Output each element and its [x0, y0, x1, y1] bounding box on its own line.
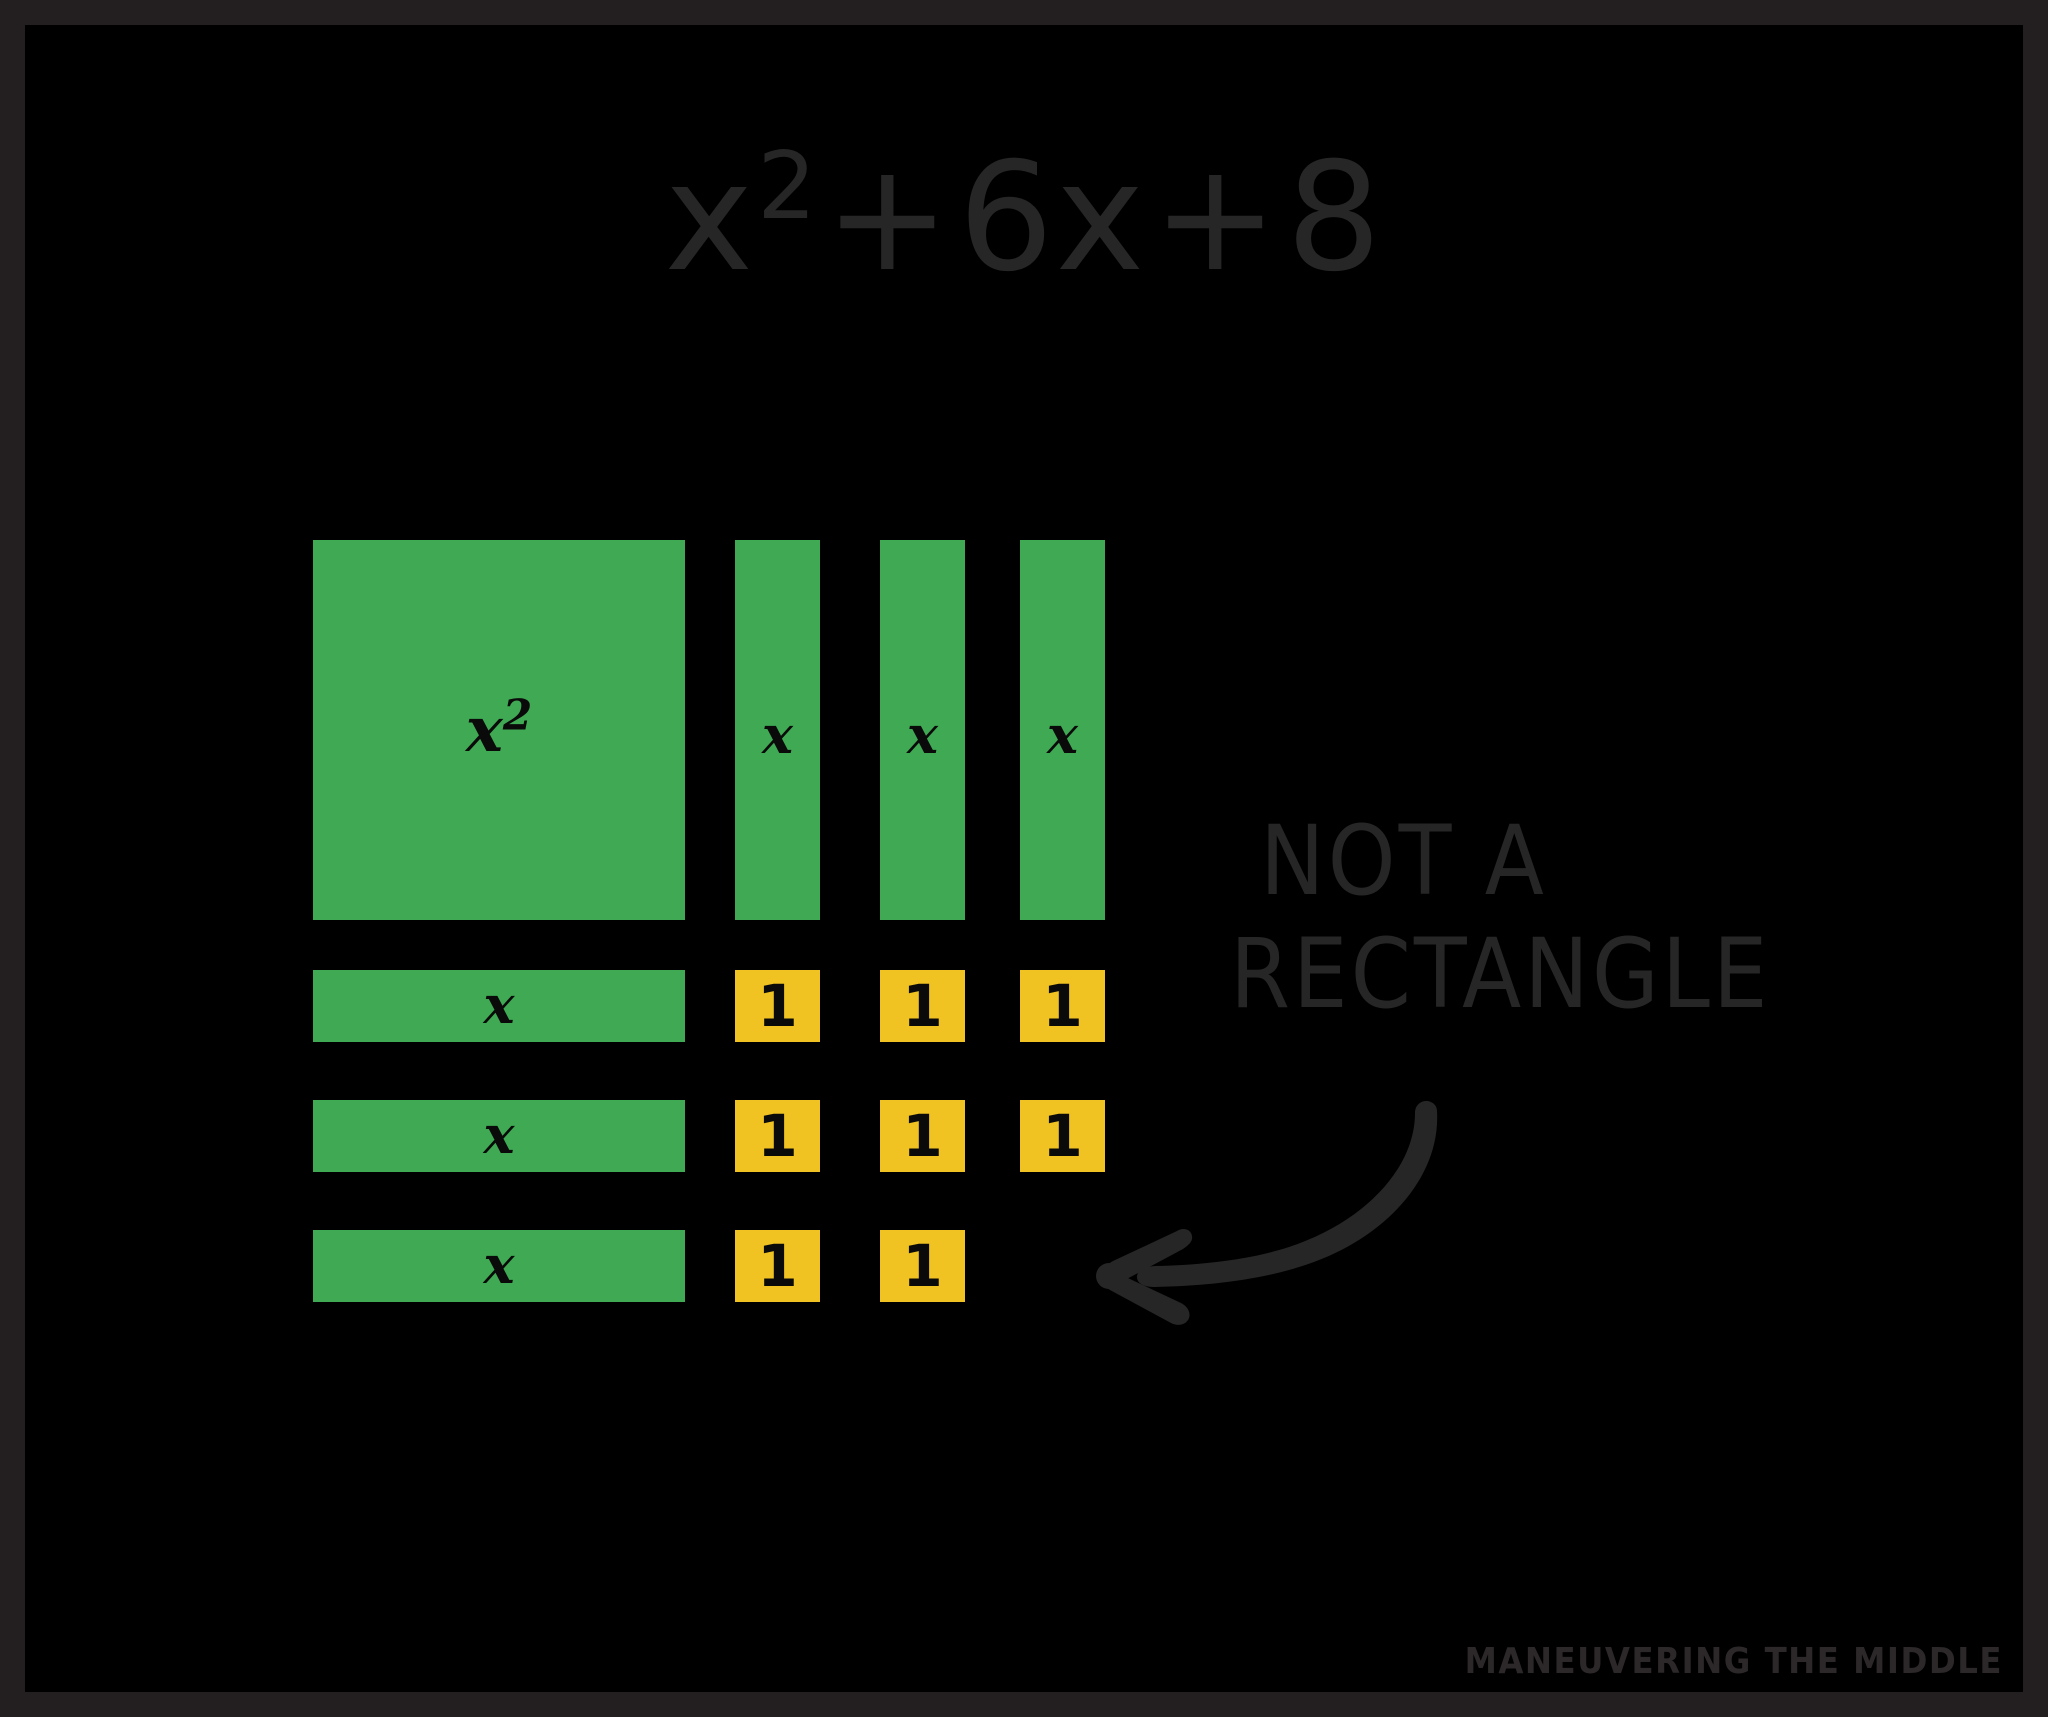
tile-x-squared[interactable]: x2	[313, 540, 685, 920]
tile-x-squared-exponent: 2	[502, 689, 533, 740]
expression-coefficient: 6	[958, 131, 1056, 305]
tile-unit-label: 1	[757, 972, 798, 1040]
tile-unit[interactable]: 1	[880, 970, 965, 1042]
expression-constant: 8	[1286, 131, 1384, 305]
expression-exponent: 2	[757, 132, 819, 240]
expression-x-squared: x2	[665, 140, 819, 294]
annotation-not-a-rectangle: NOT A RECTANGLE	[1230, 805, 1970, 1032]
tile-unit[interactable]: 1	[880, 1100, 965, 1172]
tile-unit[interactable]: 1	[1020, 970, 1105, 1042]
tile-unit[interactable]: 1	[735, 970, 820, 1042]
tile-unit[interactable]: 1	[880, 1230, 965, 1302]
expression-plus-2: +	[1152, 131, 1281, 305]
tile-x-squared-label: x2	[465, 689, 533, 766]
tile-x-vertical[interactable]: x	[1020, 540, 1105, 920]
expression-x-base: x	[664, 131, 756, 305]
tile-unit-label: 1	[902, 1102, 943, 1170]
algebra-tile-board: x2 x x x x x x 1	[288, 515, 1108, 1335]
tile-unit[interactable]: 1	[735, 1230, 820, 1302]
tile-x-horizontal-label: x	[483, 1105, 515, 1166]
tile-unit[interactable]: 1	[735, 1100, 820, 1172]
watermark: MANEUVERING THE MIDDLE	[1464, 1641, 2003, 1682]
tile-x-vertical[interactable]: x	[735, 540, 820, 920]
tile-unit-label: 1	[1042, 972, 1083, 1040]
tile-unit-label: 1	[1042, 1102, 1083, 1170]
tile-unit-label: 1	[757, 1232, 798, 1300]
expression-plus-1: +	[824, 131, 953, 305]
polynomial-expression: x2+6x+8	[25, 131, 2023, 305]
annotation-line-1: NOT A	[1260, 805, 1547, 917]
tile-unit-label: 1	[902, 972, 943, 1040]
tile-x-horizontal-label: x	[483, 975, 515, 1036]
curved-arrow-left-icon	[1096, 1101, 1438, 1325]
poster-inner-area: x2+6x+8 x2 x x x x x	[25, 25, 2023, 1692]
tile-x-vertical-label: x	[1046, 705, 1078, 766]
tile-unit-label: 1	[902, 1232, 943, 1300]
tile-x-vertical-label: x	[761, 705, 793, 766]
tile-x-vertical-label: x	[906, 705, 938, 766]
tile-x-horizontal[interactable]: x	[313, 1100, 685, 1172]
tile-x-horizontal-label: x	[483, 1235, 515, 1296]
tile-x-horizontal[interactable]: x	[313, 970, 685, 1042]
tile-unit-label: 1	[757, 1102, 798, 1170]
annotation-line-2: RECTANGLE	[1230, 918, 1771, 1031]
tile-x-vertical[interactable]: x	[880, 540, 965, 920]
tile-x-horizontal[interactable]: x	[313, 1230, 685, 1302]
expression-variable-x: x	[1055, 131, 1147, 305]
